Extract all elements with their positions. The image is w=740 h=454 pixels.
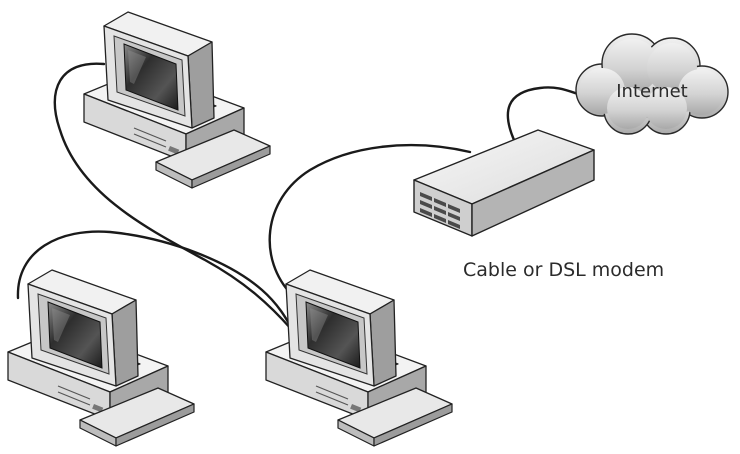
computer-bottom-left xyxy=(7,269,195,447)
cable-host-to-modem xyxy=(268,143,472,297)
computer-host xyxy=(265,269,453,447)
cables xyxy=(16,62,580,334)
computer-top-left xyxy=(83,11,271,189)
modem xyxy=(413,129,595,237)
cable-bottom-left-to-host xyxy=(16,230,296,334)
internet-label: Internet xyxy=(616,81,687,102)
cable-modem-to-internet xyxy=(506,86,580,142)
cable-top-left-to-host xyxy=(53,62,294,332)
modem-label: Cable or DSL modem xyxy=(463,259,664,281)
internet-cloud: Internet xyxy=(575,33,729,135)
